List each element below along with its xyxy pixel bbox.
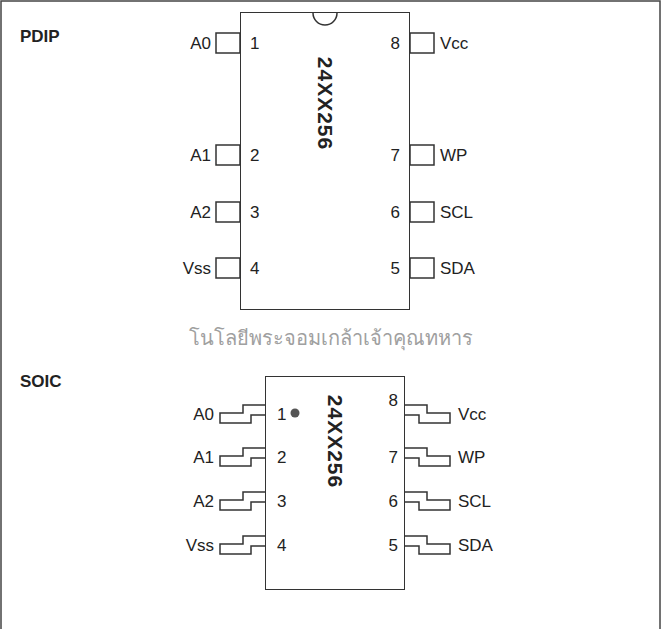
pin-lead [410,33,434,53]
pin-lead [410,145,434,165]
pin-lead [216,258,240,278]
pin-name: A2 [190,204,211,221]
pin-name: Vcc [440,35,468,52]
pin-name: A1 [193,449,214,466]
pin-name: Vcc [458,406,486,423]
gull-wing-lead [405,448,450,466]
pin-number: 8 [391,35,400,52]
pin-name: A2 [193,493,214,510]
pin-number: 4 [250,260,259,277]
pin-name: SDA [458,537,493,554]
package-name: PDIP [20,28,60,45]
pin-number: 1 [277,406,286,423]
pin-number: 4 [277,537,286,554]
pin-lead [410,202,434,222]
pin-number: 3 [250,204,259,221]
pin-number: 7 [391,147,400,164]
package-name: SOIC [20,373,62,390]
pin-name: A0 [190,35,211,52]
gull-wing-lead [405,492,450,510]
chip-body: 24XX256 [240,12,410,310]
pin-number: 5 [391,260,400,277]
pin-name: SCL [440,204,473,221]
watermark: โนโลยีพระจอมเกล้าเจ้าคุณทหาร [189,328,473,348]
pin-lead [410,258,434,278]
pin-lead [216,202,240,222]
pin1-notch [313,13,337,25]
gull-wing-lead [405,536,450,554]
pdip-leads [216,33,434,278]
pin-number: 2 [250,147,259,164]
pin-name: Vss [183,260,211,277]
pin-number: 5 [389,537,398,554]
part-number: 24XX256 [325,394,346,487]
gull-wing-lead [405,405,450,423]
pin-number: 6 [389,493,398,510]
gull-wing-lead [220,536,265,554]
pin-number: 3 [277,493,286,510]
pin-name: A1 [190,147,211,164]
pin-number: 6 [391,204,400,221]
gull-wing-lead [220,405,265,423]
pin-name: SDA [440,260,475,277]
pin-number: 2 [277,449,286,466]
pin-number: 1 [250,35,259,52]
pin-lead [216,33,240,53]
pin-name: Vss [186,537,214,554]
pin-lead [216,145,240,165]
part-number: 24XX256 [315,56,336,149]
gull-wing-lead [220,492,265,510]
pin-name: WP [458,449,485,466]
gull-wing-lead [220,448,265,466]
pin-name: SCL [458,493,491,510]
pin-name: WP [440,147,467,164]
pin-name: A0 [193,406,214,423]
pin1-dot [291,409,300,418]
pin-number: 7 [389,449,398,466]
pin-number: 8 [389,392,398,409]
